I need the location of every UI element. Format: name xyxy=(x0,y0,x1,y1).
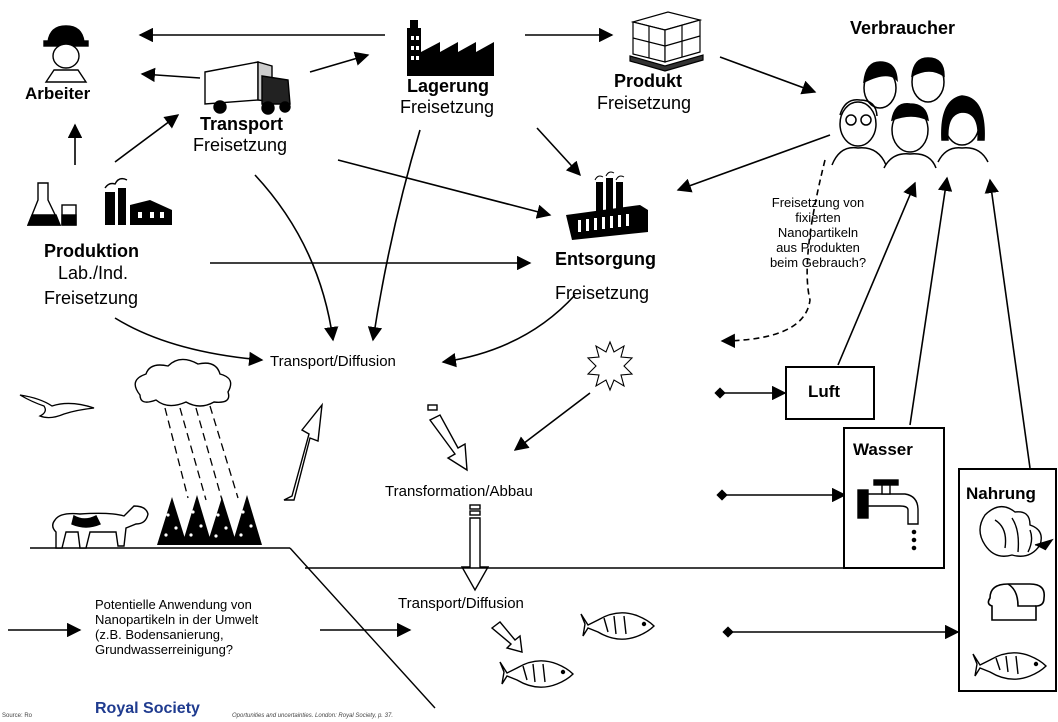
application-line-4: Grundwasserreinigung? xyxy=(95,642,234,657)
application-line-2: Nanopartikeln in der Umwelt xyxy=(95,612,259,627)
consumer-release-line-2: fixierten xyxy=(795,210,841,225)
transport-sub: Freisetzung xyxy=(193,135,288,155)
arrow-transport-to-diffusion xyxy=(254,174,339,342)
arrow-luft-to-verbraucher xyxy=(837,181,917,366)
hollow-arrow-down-transformation xyxy=(428,414,468,472)
nahrung-label: Nahrung xyxy=(966,484,1036,503)
boxes-pallet-icon xyxy=(629,11,704,72)
arrow-produktion-to-transport xyxy=(114,114,180,163)
bird-icon xyxy=(19,394,95,419)
arrow-consumer-release-dashed xyxy=(720,159,826,349)
lagerung-sub: Freisetzung xyxy=(400,97,495,117)
trees-icon xyxy=(157,495,262,545)
arrow-produkt-to-verbraucher xyxy=(719,56,817,95)
arrow-transport-to-lagerung xyxy=(309,51,370,73)
arrow-transport-to-entsorgung xyxy=(337,159,552,219)
consumers-group-icon xyxy=(831,57,989,169)
arrow-verbraucher-to-entsorgung xyxy=(676,134,831,193)
waste-plant-icon xyxy=(566,171,648,240)
flow-arrows xyxy=(8,27,1031,640)
cow-icon xyxy=(52,505,149,549)
factory-lagerung-icon xyxy=(407,20,494,76)
fish-icon-2 xyxy=(499,660,574,688)
transport-diffusion-top: Transport/Diffusion xyxy=(270,353,396,370)
worker-icon xyxy=(43,25,89,83)
arbeiter-label: Arbeiter xyxy=(25,84,91,103)
entsorgung-title: Entsorgung xyxy=(555,249,656,269)
produktion-sub2: Freisetzung xyxy=(44,288,139,308)
arrow-produktion-to-diffusion xyxy=(114,317,264,367)
consumer-release-line-1: Freisetzung von xyxy=(771,195,865,210)
hollow-arrow-down-diffusion xyxy=(460,517,490,592)
wasser-label: Wasser xyxy=(853,440,913,459)
luft-box xyxy=(785,366,875,420)
hollow-arrow-up xyxy=(283,402,323,501)
hollow-arrows xyxy=(283,402,523,653)
application-note: Potentielle Anwendung von Nanopartikeln … xyxy=(95,597,258,657)
arrow-entsorgung-to-diffusion xyxy=(441,294,576,368)
arrow-nahrung-to-verbraucher xyxy=(984,178,1031,469)
arrow-wasser-to-verbraucher xyxy=(909,176,953,426)
produktion-title: Produktion xyxy=(44,241,139,261)
application-line-1: Potentielle Anwendung von xyxy=(95,597,252,612)
water-tap-icon xyxy=(857,479,919,551)
footer-royal-society: Royal Society xyxy=(95,700,200,717)
arrow-lagerung-to-diffusion xyxy=(367,129,421,342)
produkt-title: Produkt xyxy=(614,71,683,91)
lagerung-title: Lagerung xyxy=(407,76,490,96)
arrow-transport-to-arbeiter xyxy=(140,67,201,83)
consumer-release-line-5: beim Gebrauch? xyxy=(769,255,867,270)
fish-icon xyxy=(580,612,655,640)
produkt-sub: Freisetzung xyxy=(597,93,692,113)
fish-food-icon xyxy=(972,652,1047,680)
arrow-sun-to-transformation xyxy=(513,392,591,451)
transport-title: Transport xyxy=(200,114,284,134)
application-line-3: (z.B. Bodensanierung, xyxy=(95,627,224,642)
consumer-release-note: Freisetzung von fixierten Nanopartikeln … xyxy=(748,195,888,270)
consumer-release-line-4: aus Produkten xyxy=(776,240,860,255)
rain-lines xyxy=(164,405,239,501)
factory-produktion-icon xyxy=(104,177,172,225)
footer-source-left: Source: Ro xyxy=(2,713,33,719)
transformation-label: Transformation/Abbau xyxy=(385,483,533,500)
consumer-release-line-3: Nanopartikeln xyxy=(777,225,859,240)
entsorgung-sub: Freisetzung xyxy=(555,283,650,303)
verbraucher-label: Verbraucher xyxy=(850,18,956,38)
arrow-lagerung-to-entsorgung xyxy=(536,127,581,177)
footer-source-right: Oportunities and uncertainties. London: … xyxy=(232,713,393,719)
hollow-arrow-down-fish xyxy=(490,621,523,653)
lab-flask-icon xyxy=(26,182,77,226)
transport-diffusion-bottom: Transport/Diffusion xyxy=(398,595,524,612)
produktion-sub1: Lab./Ind. xyxy=(58,263,129,283)
rain-cloud-icon xyxy=(134,358,232,407)
luft-label: Luft xyxy=(808,382,841,401)
truck-icon xyxy=(204,61,291,115)
bread-icon xyxy=(987,583,1046,621)
vegetables-icon xyxy=(979,506,1054,557)
ground-lines xyxy=(30,547,858,709)
ground-slope xyxy=(289,547,436,709)
sun-icon xyxy=(586,340,634,392)
